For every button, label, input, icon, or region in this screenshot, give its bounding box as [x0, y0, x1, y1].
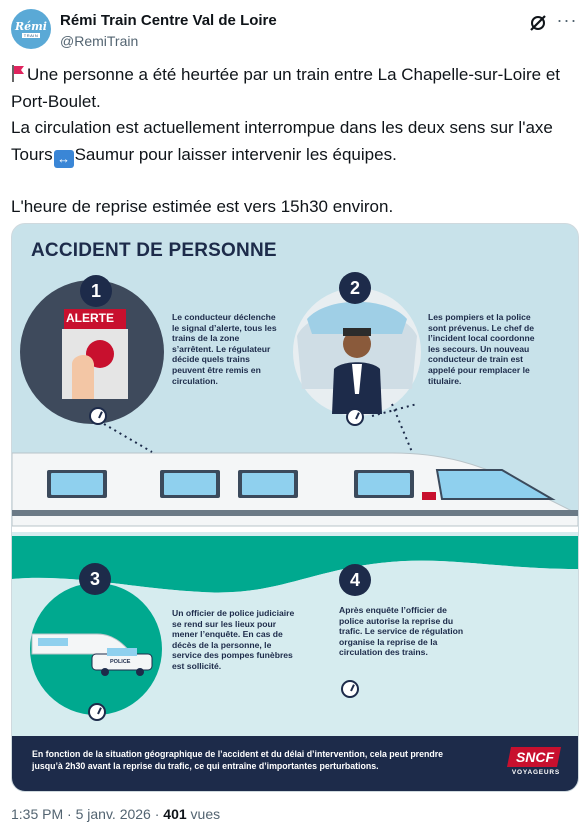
meta-separator: ·: [150, 806, 164, 822]
meta-separator: ·: [63, 806, 76, 822]
author-handle[interactable]: @RemiTrain: [60, 33, 139, 49]
avatar-logo-text: Rémi: [15, 19, 47, 33]
views-label: vues: [186, 806, 221, 822]
clock-icon: [341, 680, 359, 698]
tweet-line-3: L'heure de reprise estimée est vers 15h3…: [11, 197, 394, 216]
banner-text: En fonction de la situation géographique…: [32, 749, 444, 771]
avatar[interactable]: Rémi TRAIN: [11, 9, 51, 49]
tweet-line-2: La circulation est actuellement interrom…: [11, 115, 576, 168]
tweet-line-1: Une personne a été heurtée par un train …: [11, 62, 576, 115]
tweet-line-1-text: Une personne a été heurtée par un train …: [11, 65, 561, 111]
step-number-2: 2: [339, 272, 371, 304]
step-text-2: Les pompiers et la police sont prévenus.…: [428, 312, 535, 386]
more-icon[interactable]: ···: [556, 10, 578, 30]
tweet-line-2-b: Saumur pour laisser intervenir les équip…: [74, 144, 397, 164]
step-text-3: Un officier de police judiciaire se rend…: [172, 608, 295, 671]
infographic-illustration: [12, 280, 578, 736]
sncf-logo: SNCF VOYAGEURS: [507, 745, 565, 782]
sncf-logo-text: SNCF: [515, 749, 555, 765]
red-flag-emoji: [12, 65, 24, 82]
sncf-logo-subtext: VOYAGEURS: [511, 769, 561, 776]
author-name[interactable]: Rémi Train Centre Val de Loire: [60, 12, 277, 29]
clock-icon: [88, 703, 106, 721]
infographic-title: ACCIDENT DE PERSONNE: [31, 240, 277, 261]
step-number-1: 1: [80, 275, 112, 307]
step-number-4: 4: [339, 564, 371, 596]
info-banner: En fonction de la situation géographique…: [12, 736, 578, 791]
tweet-line-2-a: La circulation est actuellement interrom…: [11, 118, 553, 164]
police-label: POLICE: [110, 659, 131, 665]
grok-icon[interactable]: [528, 13, 548, 33]
alert-label: ALERTE: [66, 311, 114, 325]
tweet-time[interactable]: 1:35 PM: [11, 806, 64, 822]
views-count: 401: [163, 806, 187, 822]
tweet-text: Une personne a été heurtée par un train …: [11, 62, 576, 221]
clock-icon: [89, 407, 107, 425]
clock-icon: [346, 408, 364, 426]
step-text-1: Le conducteur déclenche le signal d’aler…: [172, 312, 277, 386]
step-text-4: Après enquête l’officier de police autor…: [339, 605, 464, 658]
step-number-3: 3: [79, 563, 111, 595]
infographic-image[interactable]: ACCIDENT DE PERSONNE ALERTE POLICE 1 2 3…: [11, 223, 579, 792]
tweet-date[interactable]: 5 janv. 2026: [75, 806, 151, 822]
left-right-arrow-emoji: ↔: [53, 149, 74, 168]
avatar-subtext: TRAIN: [21, 32, 41, 38]
tweet-meta: 1:35 PM · 5 janv. 2026 · 401 vues: [11, 806, 220, 822]
